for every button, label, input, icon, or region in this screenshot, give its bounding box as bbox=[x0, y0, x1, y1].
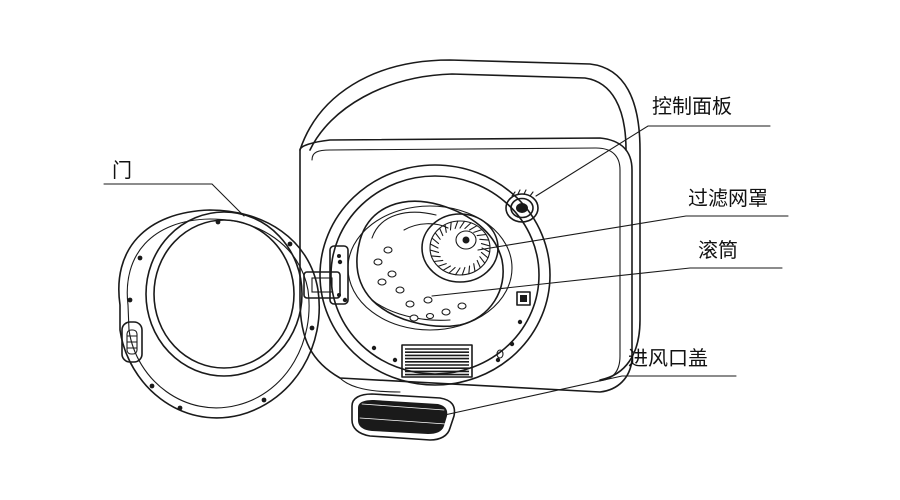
fan-vane bbox=[479, 256, 486, 264]
fan-vane bbox=[448, 266, 456, 274]
leader-control-panel bbox=[535, 125, 771, 197]
fan-vane bbox=[480, 242, 491, 247]
fan-vane bbox=[473, 263, 476, 272]
drum bbox=[356, 200, 531, 359]
fan-vane bbox=[468, 225, 478, 231]
fan-vane bbox=[434, 232, 441, 240]
leader-filter-cover bbox=[477, 215, 789, 251]
fan-vane bbox=[468, 265, 471, 275]
fan-vane bbox=[473, 229, 483, 233]
leader-door bbox=[103, 183, 245, 217]
fan-vane bbox=[464, 222, 472, 230]
fan-vane bbox=[454, 267, 461, 276]
fan-vane bbox=[479, 238, 490, 241]
label-air-inlet-cover: 进风口盖 bbox=[628, 346, 708, 370]
air-inlet-cover bbox=[351, 393, 456, 441]
fan-vane bbox=[433, 259, 444, 263]
fan-vane bbox=[476, 259, 481, 269]
fan-vane bbox=[449, 221, 452, 231]
fan-vane bbox=[459, 220, 466, 229]
fan-vane bbox=[476, 233, 487, 237]
fan-vane bbox=[429, 249, 440, 254]
fan-vane bbox=[437, 263, 447, 267]
fan-vane bbox=[442, 265, 452, 271]
leader-lines bbox=[103, 125, 789, 417]
fan-vane bbox=[480, 251, 489, 259]
vent-grille bbox=[401, 344, 473, 378]
fan-vane bbox=[444, 224, 447, 233]
machine-body bbox=[299, 59, 641, 393]
fan-vane bbox=[454, 220, 459, 230]
fan-vane bbox=[431, 237, 440, 245]
label-control-panel: 控制面板 bbox=[652, 94, 732, 118]
fan-vane bbox=[430, 255, 441, 258]
fan-vane bbox=[439, 227, 444, 237]
filter-cover bbox=[421, 213, 499, 283]
door bbox=[118, 209, 320, 419]
leader-air-inlet-cover bbox=[439, 375, 737, 417]
label-door: 门 bbox=[112, 158, 132, 182]
door-hinge bbox=[303, 245, 349, 305]
label-drum: 滚筒 bbox=[698, 238, 738, 262]
fan-vane bbox=[429, 243, 439, 249]
leader-drum bbox=[431, 267, 783, 297]
fan-vane bbox=[461, 266, 466, 276]
label-filter-cover: 过滤网罩 bbox=[688, 186, 768, 210]
